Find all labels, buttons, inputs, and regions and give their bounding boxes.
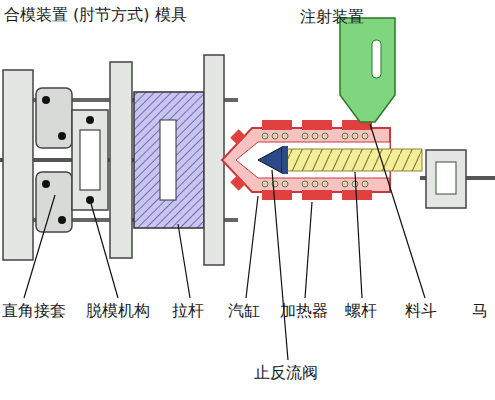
- part-label: 螺杆: [345, 302, 377, 320]
- title-label: 合模装置 (肘节方式) 模具: [4, 6, 187, 24]
- part-label: 拉杆: [172, 302, 204, 320]
- part-label: 注射装置: [300, 8, 364, 26]
- part-label: 马: [472, 302, 488, 320]
- part-label: 直角接套: [2, 302, 66, 320]
- part-label: 料斗: [405, 302, 437, 320]
- part-label: 脱模机构: [86, 302, 150, 320]
- part-label: 止反流阀: [254, 364, 318, 382]
- part-label: 汽缸: [228, 302, 260, 320]
- part-label: 加热器: [280, 302, 328, 320]
